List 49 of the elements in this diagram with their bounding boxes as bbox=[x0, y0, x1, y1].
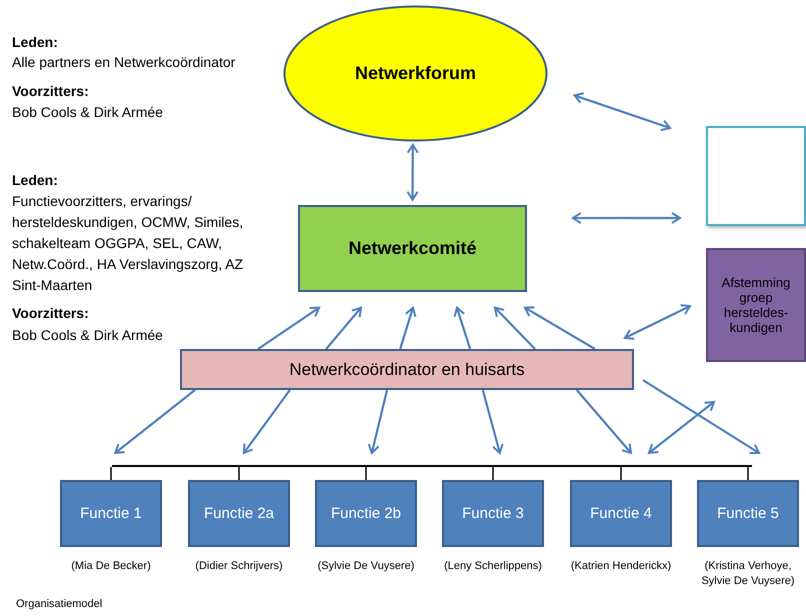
function-box: Functie 2a bbox=[188, 480, 290, 547]
forum-ellipse: Netwerkforum bbox=[283, 5, 548, 142]
caption: Organisatiemodel bbox=[16, 597, 102, 611]
connector-line bbox=[620, 467, 622, 480]
section-heading: Leden: bbox=[12, 33, 58, 52]
connector-line bbox=[492, 467, 494, 480]
section-heading: Voorzitters: bbox=[12, 82, 89, 101]
arrow bbox=[257, 306, 320, 350]
note-text: Bob Cools & Dirk Armée bbox=[12, 326, 163, 345]
person-name: (Sylvie De Vuysere) bbox=[316, 559, 416, 574]
coordinator-box: Netwerkcoördinator en huisarts bbox=[180, 349, 634, 390]
connector-line bbox=[238, 467, 240, 480]
function-box: Functie 2b bbox=[315, 480, 417, 547]
person-name: (Mia De Becker) bbox=[70, 559, 152, 574]
arrow bbox=[399, 306, 416, 350]
empty-box bbox=[706, 126, 806, 226]
note-text: Functievoorzitters, ervarings/ hersteldeskundigen, OCMW, Similes, schakelteam OGGPA, SEL, CAW, Netw.Coörd., HA Verslavingszorg, AZ Sint-Maarten bbox=[12, 192, 244, 295]
arrow bbox=[482, 390, 504, 454]
section-heading: Voorzitters: bbox=[12, 304, 89, 323]
arrow bbox=[642, 379, 760, 454]
committee-box: Netwerkcomité bbox=[298, 205, 527, 292]
person-name: (Katrien Henderickx) bbox=[570, 559, 672, 574]
arrow bbox=[454, 306, 472, 350]
arrow bbox=[325, 306, 362, 350]
arrow bbox=[574, 92, 671, 132]
connector-line bbox=[365, 467, 367, 480]
arrow bbox=[524, 306, 596, 350]
function-box: Functie 1 bbox=[60, 480, 162, 547]
function-box: Functie 3 bbox=[442, 480, 544, 547]
arrow bbox=[576, 389, 632, 454]
arrow bbox=[242, 389, 291, 454]
arrow bbox=[572, 212, 681, 224]
connector-line bbox=[110, 467, 112, 480]
connector-line bbox=[747, 467, 749, 480]
arrow bbox=[368, 390, 388, 454]
arrow bbox=[648, 400, 715, 454]
note-text: Bob Cools & Dirk Armée bbox=[12, 103, 163, 122]
arrow bbox=[624, 304, 691, 340]
person-name: (Leny Scherlippens) bbox=[443, 559, 543, 574]
person-name: (Didier Schrijvers) bbox=[194, 559, 284, 574]
section-heading: Leden: bbox=[12, 171, 58, 190]
arrow bbox=[494, 306, 536, 350]
function-box: Functie 4 bbox=[570, 480, 672, 547]
arrow bbox=[114, 389, 196, 454]
function-box: Functie 5 bbox=[697, 480, 799, 547]
note-text: Alle partners en Netwerkcoördinator bbox=[12, 53, 236, 72]
person-name: (Kristina Verhoye, Sylvie De Vuysere) bbox=[700, 559, 796, 589]
arrow bbox=[406, 144, 419, 201]
group-box: Afstemming groep hersteldes- kundigen bbox=[706, 248, 806, 362]
